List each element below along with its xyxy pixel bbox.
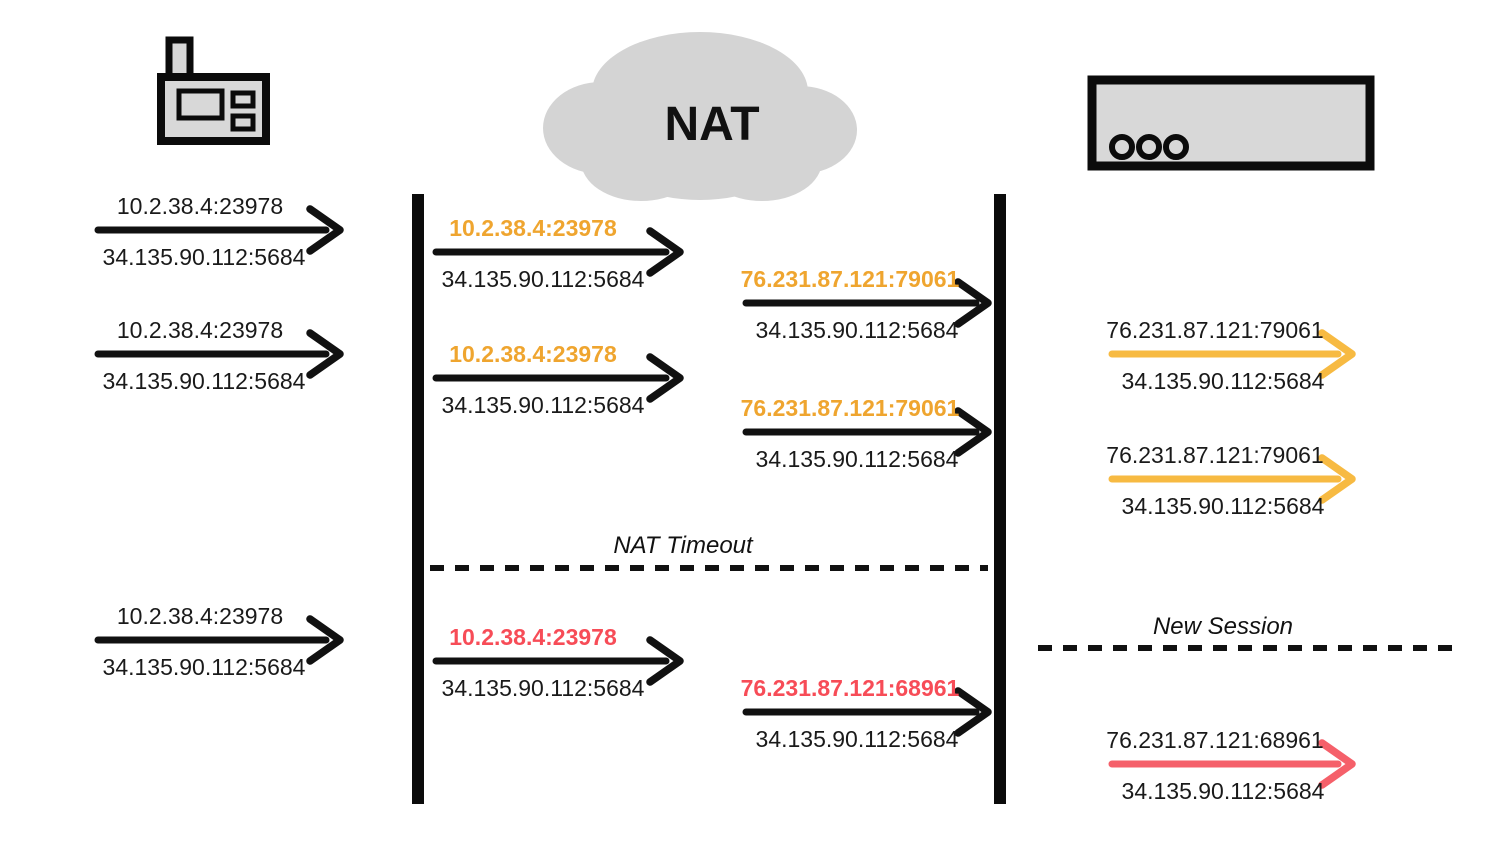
nat-to-server-arrow-1: 76.231.87.121:79061 34.135.90.112:5684 xyxy=(1106,317,1356,394)
nat-private-arrow-1: 10.2.38.4:23978 34.135.90.112:5684 xyxy=(432,215,684,292)
nat-right-boundary-bar xyxy=(994,194,1006,804)
iot-device-icon xyxy=(157,36,270,145)
nat-to-server-arrow-3: 76.231.87.121:68961 34.135.90.112:5684 xyxy=(1106,727,1356,804)
flow-dst-label: 34.135.90.112:5684 xyxy=(103,368,306,394)
flow-dst-label: 34.135.90.112:5684 xyxy=(756,317,959,343)
flow-dst-label: 34.135.90.112:5684 xyxy=(1122,368,1325,394)
flow-dst-label: 34.135.90.112:5684 xyxy=(103,654,306,680)
nat-timeout-separator: NAT Timeout xyxy=(430,532,988,571)
flow-dst-label: 34.135.90.112:5684 xyxy=(756,726,959,752)
new-session-label: New Session xyxy=(1153,613,1293,640)
flow-src-label: 10.2.38.4:23978 xyxy=(449,215,617,241)
flow-src-label: 10.2.38.4:23978 xyxy=(117,193,283,219)
flow-src-label: 76.231.87.121:79061 xyxy=(1106,442,1323,468)
nat-timeout-label: NAT Timeout xyxy=(613,532,754,559)
flow-dst-label: 34.135.90.112:5684 xyxy=(103,244,306,270)
nat-cloud-label: NAT xyxy=(664,98,759,151)
flow-dst-label: 34.135.90.112:5684 xyxy=(442,392,645,418)
flow-src-label: 76.231.87.121:79061 xyxy=(1106,317,1323,343)
flow-dst-label: 34.135.90.112:5684 xyxy=(1122,778,1325,804)
flow-dst-label: 34.135.90.112:5684 xyxy=(1122,493,1325,519)
new-session-separator: New Session xyxy=(1038,613,1462,651)
nat-private-arrow-3: 10.2.38.4:23978 34.135.90.112:5684 xyxy=(432,624,684,701)
flow-src-label: 76.231.87.121:79061 xyxy=(741,266,960,292)
flow-src-label: 76.231.87.121:68961 xyxy=(741,675,960,701)
device-to-nat-arrow-2: 10.2.38.4:23978 34.135.90.112:5684 xyxy=(94,317,344,394)
nat-public-arrow-1: 76.231.87.121:79061 34.135.90.112:5684 xyxy=(741,266,992,343)
device-to-nat-arrow-3: 10.2.38.4:23978 34.135.90.112:5684 xyxy=(94,603,344,680)
nat-private-arrow-2: 10.2.38.4:23978 34.135.90.112:5684 xyxy=(432,341,684,418)
server-icon xyxy=(1087,75,1375,171)
nat-public-arrow-2: 76.231.87.121:79061 34.135.90.112:5684 xyxy=(741,395,992,472)
flow-src-label: 76.231.87.121:68961 xyxy=(1106,727,1323,753)
flow-src-label: 76.231.87.121:79061 xyxy=(741,395,960,421)
device-to-nat-arrow-1: 10.2.38.4:23978 34.135.90.112:5684 xyxy=(94,193,344,270)
flow-src-label: 10.2.38.4:23978 xyxy=(449,341,617,367)
nat-public-arrow-3: 76.231.87.121:68961 34.135.90.112:5684 xyxy=(741,675,992,752)
nat-left-boundary-bar xyxy=(412,194,424,804)
flow-dst-label: 34.135.90.112:5684 xyxy=(442,675,645,701)
flow-dst-label: 34.135.90.112:5684 xyxy=(756,446,959,472)
flow-src-label: 10.2.38.4:23978 xyxy=(449,624,617,650)
nat-to-server-arrow-2: 76.231.87.121:79061 34.135.90.112:5684 xyxy=(1106,442,1356,519)
nat-cloud-icon: NAT xyxy=(543,32,857,201)
flow-dst-label: 34.135.90.112:5684 xyxy=(442,266,645,292)
flow-src-label: 10.2.38.4:23978 xyxy=(117,317,283,343)
flow-src-label: 10.2.38.4:23978 xyxy=(117,603,283,629)
